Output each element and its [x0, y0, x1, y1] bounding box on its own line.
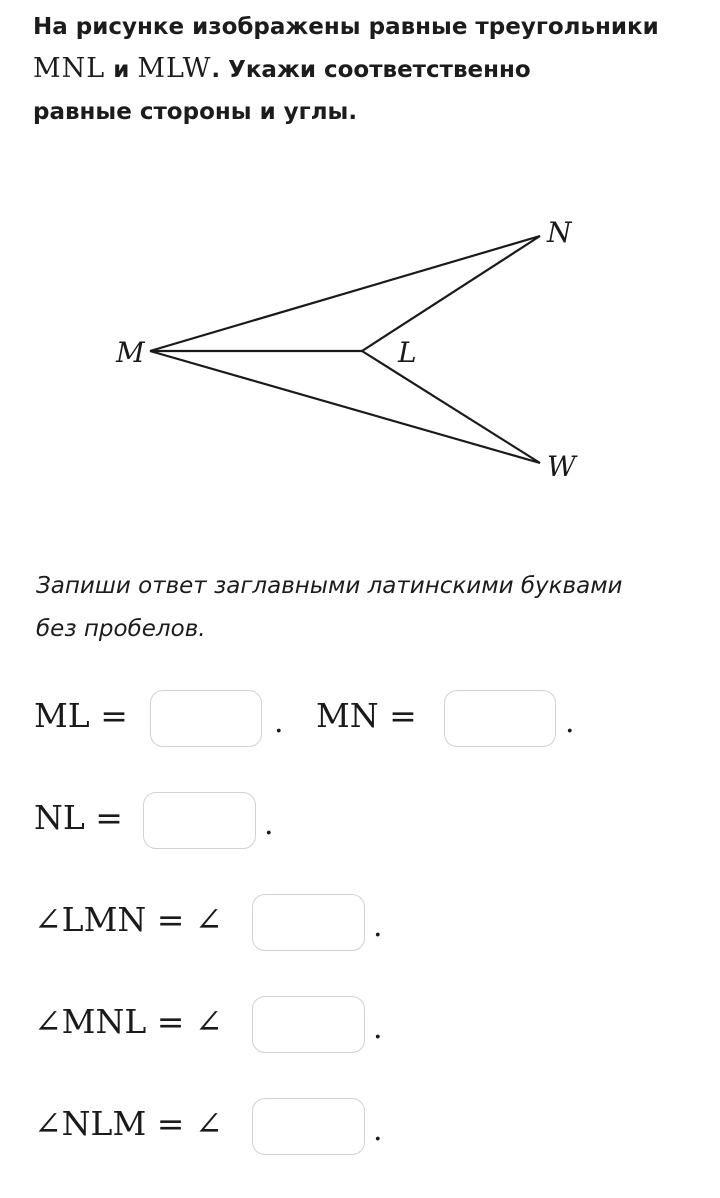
nl-label: NL =	[34, 798, 123, 837]
ml-answer-input[interactable]	[150, 690, 262, 747]
task-text-line-3: равные стороны и углы.	[33, 99, 358, 125]
vertex-label-l: L	[397, 336, 417, 369]
task-text-line-1: На рисунке изображены равные треугольник…	[33, 14, 659, 40]
angle-mnl-answer-input[interactable]	[252, 996, 365, 1053]
instruction-line-1: Запиши ответ заглавными латинскими буква…	[36, 573, 623, 599]
ml-label: ML =	[34, 696, 128, 735]
mn-period: .	[565, 705, 575, 740]
angle-nlm-period: .	[373, 1113, 383, 1148]
triangle-b-name: MLW	[137, 53, 212, 84]
triangle-a-name: MNL	[33, 53, 106, 84]
vertex-label-w: W	[547, 450, 578, 483]
segment-mw	[149, 349, 541, 465]
angle-nlm-label: ∠NLM = ∠	[34, 1104, 223, 1143]
segment-nl	[361, 235, 541, 352]
vertex-label-n: N	[546, 216, 573, 249]
ml-period: .	[274, 705, 284, 740]
instruction-line-2: без пробелов.	[36, 616, 206, 642]
angle-lmn-answer-input[interactable]	[252, 894, 365, 951]
task-text-line-2: MNL и MLW. Укажи соответственно	[33, 54, 531, 85]
task-text-tail: . Укажи соответственно	[211, 57, 531, 83]
mn-answer-input[interactable]	[444, 690, 556, 747]
task-conjunction: и	[113, 57, 130, 83]
segment-lw	[361, 350, 541, 464]
nl-period: .	[264, 807, 274, 842]
angle-lmn-period: .	[373, 909, 383, 944]
mn-label: MN =	[316, 696, 417, 735]
angle-lmn-label: ∠LMN = ∠	[34, 900, 223, 939]
angle-nlm-answer-input[interactable]	[252, 1098, 365, 1155]
segment-mn	[149, 234, 541, 353]
triangles-figure: M N L W	[115, 216, 578, 483]
angle-mnl-period: .	[373, 1011, 383, 1046]
nl-answer-input[interactable]	[143, 792, 256, 849]
angle-mnl-label: ∠MNL = ∠	[34, 1002, 223, 1041]
vertex-label-m: M	[115, 336, 146, 369]
